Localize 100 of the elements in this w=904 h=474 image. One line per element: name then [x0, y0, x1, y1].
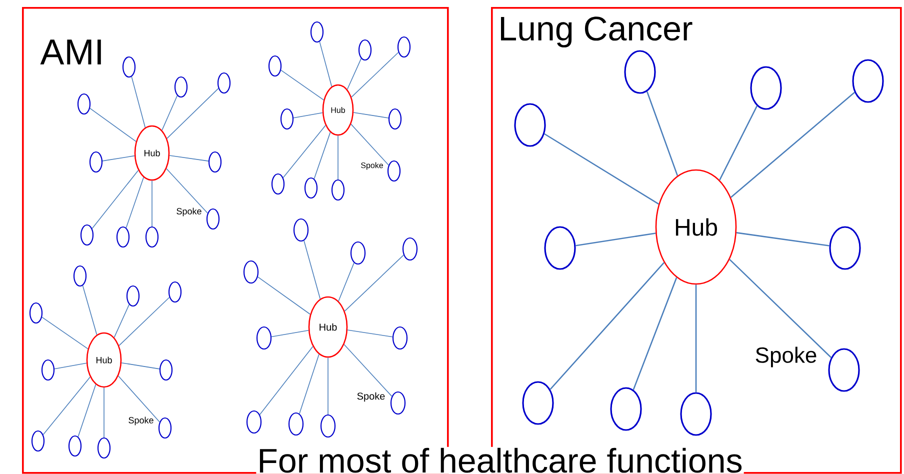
- spoke-line: [314, 132, 331, 180]
- spoke-circle: [174, 76, 188, 98]
- spoke-line: [293, 112, 323, 118]
- spoke-circle: [73, 265, 87, 287]
- spoke-circle: [31, 430, 45, 452]
- spoke-circle: [397, 36, 411, 58]
- spoke-circle: [388, 108, 402, 130]
- spoke-circle: [206, 208, 220, 230]
- spoke-circle: [208, 151, 222, 173]
- spoke-circle: [624, 50, 656, 94]
- spoke-line: [695, 284, 697, 392]
- spoke-line: [282, 125, 326, 178]
- spoke-circle: [80, 224, 94, 246]
- spoke-line: [78, 384, 96, 438]
- spoke-circle: [852, 59, 884, 103]
- spoke-line: [92, 170, 139, 229]
- spoke-circle: [29, 302, 43, 324]
- spoke-circle: [243, 260, 259, 284]
- spoke-line: [257, 276, 311, 315]
- spoke-circle: [293, 218, 309, 242]
- spoke-circle: [522, 381, 554, 425]
- spoke-line: [166, 168, 208, 214]
- spoke-circle: [387, 160, 401, 182]
- spoke-line: [126, 176, 144, 228]
- spoke-circle: [402, 237, 418, 261]
- spoke-circle: [68, 435, 82, 457]
- spoke-label: Spoke: [128, 416, 154, 426]
- spoke-line: [347, 330, 393, 338]
- spoke-circle: [304, 177, 318, 199]
- spoke-circle: [280, 108, 294, 130]
- spoke-line: [730, 92, 855, 198]
- spoke-circle: [392, 326, 408, 350]
- spoke-line: [346, 58, 362, 90]
- spoke-label: Spoke: [176, 208, 202, 216]
- spoke-circle: [145, 226, 159, 248]
- spoke-circle: [158, 417, 172, 439]
- spoke-line: [259, 346, 314, 415]
- spoke-circle: [750, 66, 782, 110]
- spoke-label: Spoke: [756, 346, 816, 368]
- spoke-line: [299, 354, 320, 414]
- caption: For most of healthcare functions: [256, 446, 744, 474]
- spoke-line: [550, 262, 665, 390]
- spoke-circle: [256, 326, 272, 350]
- spoke-circle: [246, 410, 262, 434]
- spoke-line: [344, 344, 392, 397]
- spoke-line: [319, 41, 332, 87]
- spoke-circle: [829, 226, 861, 270]
- spoke-circle: [122, 56, 136, 78]
- spoke-circle: [271, 173, 285, 195]
- spoke-label: Spoke: [361, 162, 383, 170]
- spoke-circle: [89, 151, 103, 173]
- spoke-label: Spoke: [357, 392, 385, 402]
- spoke-line: [353, 112, 389, 118]
- spoke-line: [118, 376, 160, 422]
- spoke-circle: [217, 72, 231, 94]
- spoke-line: [338, 262, 354, 302]
- spoke-circle: [77, 93, 91, 115]
- spoke-circle: [390, 391, 406, 415]
- spoke-circle: [288, 412, 304, 436]
- spoke-circle: [358, 39, 372, 61]
- spoke-circle: [116, 226, 130, 248]
- spoke-line: [576, 232, 656, 246]
- spoke-line: [719, 106, 758, 180]
- spoke-line: [544, 133, 660, 205]
- spoke-circle: [310, 21, 324, 43]
- spoke-line: [166, 88, 219, 139]
- spoke-line: [82, 285, 98, 336]
- spoke-circle: [159, 359, 173, 381]
- spoke-line: [646, 91, 678, 176]
- spoke-line: [102, 155, 135, 162]
- spoke-circle: [610, 387, 642, 431]
- spoke-line: [54, 362, 87, 370]
- spoke-line: [280, 70, 324, 100]
- spoke-circle: [514, 103, 546, 147]
- spoke-line: [271, 330, 309, 338]
- spoke-circle: [828, 348, 860, 392]
- spoke-line: [131, 76, 146, 128]
- spoke-line: [304, 240, 321, 300]
- spoke-circle: [320, 414, 336, 438]
- spoke-circle: [268, 55, 282, 77]
- spoke-circle: [544, 226, 576, 270]
- spoke-circle: [680, 392, 712, 436]
- spoke-circle: [350, 241, 366, 265]
- spoke-circle: [168, 281, 182, 303]
- spoke-line: [344, 254, 404, 312]
- spoke-line: [121, 362, 160, 370]
- spoke-line: [114, 304, 130, 338]
- spoke-line: [169, 155, 209, 162]
- spoke-line: [632, 277, 678, 390]
- spoke-circle: [97, 437, 111, 459]
- spoke-line: [736, 232, 830, 246]
- spoke-line: [350, 124, 389, 166]
- spoke-circle: [126, 285, 140, 307]
- spoke-line: [42, 376, 90, 435]
- spoke-line: [42, 316, 88, 350]
- spoke-line: [351, 52, 399, 98]
- spoke-line: [729, 259, 832, 358]
- spoke-line: [90, 108, 136, 142]
- spoke-circle: [331, 179, 345, 201]
- spoke-circle: [41, 359, 55, 381]
